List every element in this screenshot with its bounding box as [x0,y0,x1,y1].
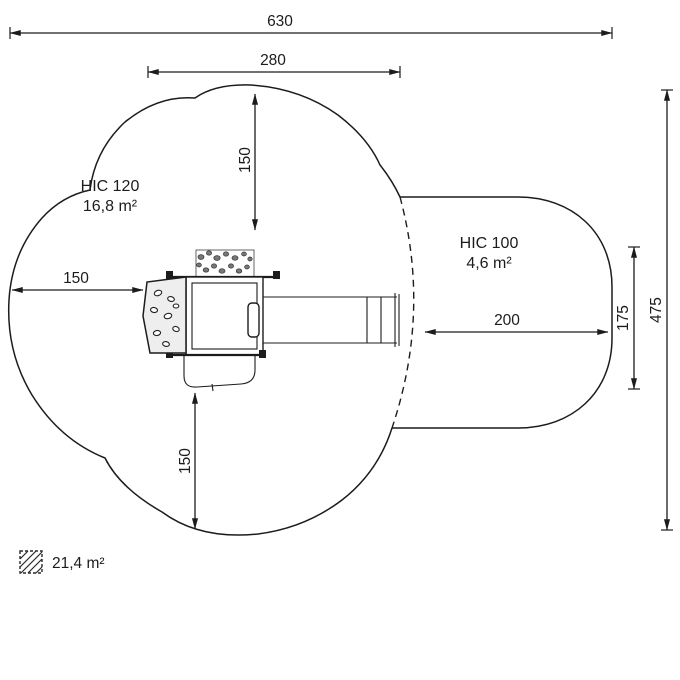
dimension-overall-height: 475 [648,89,673,531]
dim-inner-width-label: 280 [260,52,286,69]
safety-zone-cloud [7,84,415,536]
dim-right-offset-label: 200 [494,312,520,329]
safety-zone-hic100 [392,196,613,429]
hic120-area: 16,8 m² [83,198,138,215]
dim-top-offset-label: 150 [237,147,254,173]
hic100-area: 4,6 m² [466,255,512,272]
dimension-bottom-offset: 150 [177,392,199,530]
dim-zone-height-label: 175 [615,305,632,331]
slide [263,293,400,347]
dim-left-offset-label: 150 [63,270,89,287]
climb-ramp-texture [195,249,255,278]
dim-bottom-offset-label: 150 [177,448,194,474]
cloud-hidden-edge-dashed [391,196,415,429]
climbing-wall [142,276,187,354]
dimension-left-offset: 150 [11,270,144,294]
cloud-outline-path [7,84,401,536]
dimension-inner-width: 280 [147,52,401,78]
dimension-overall-width: 630 [9,13,613,39]
dimension-zone-height: 175 [615,246,640,390]
hic100-outline-path [392,196,613,429]
legend-total-area-label: 21,4 m² [52,555,105,572]
hic100-name: HIC 100 [460,235,519,252]
hic120-name: HIC 120 [81,178,140,195]
legend: 21,4 m² [19,550,105,574]
play-structure [142,249,400,392]
hatched-area-icon [19,550,43,574]
zone-label-hic100: HIC 100 4,6 m² [460,235,519,272]
handrail [183,355,256,392]
dimension-top-offset: 150 [237,93,259,231]
dimension-right-offset: 200 [424,312,609,336]
dim-overall-width-label: 630 [267,13,293,30]
dim-overall-height-label: 475 [648,297,665,323]
zone-label-hic120: HIC 120 16,8 m² [81,178,140,215]
